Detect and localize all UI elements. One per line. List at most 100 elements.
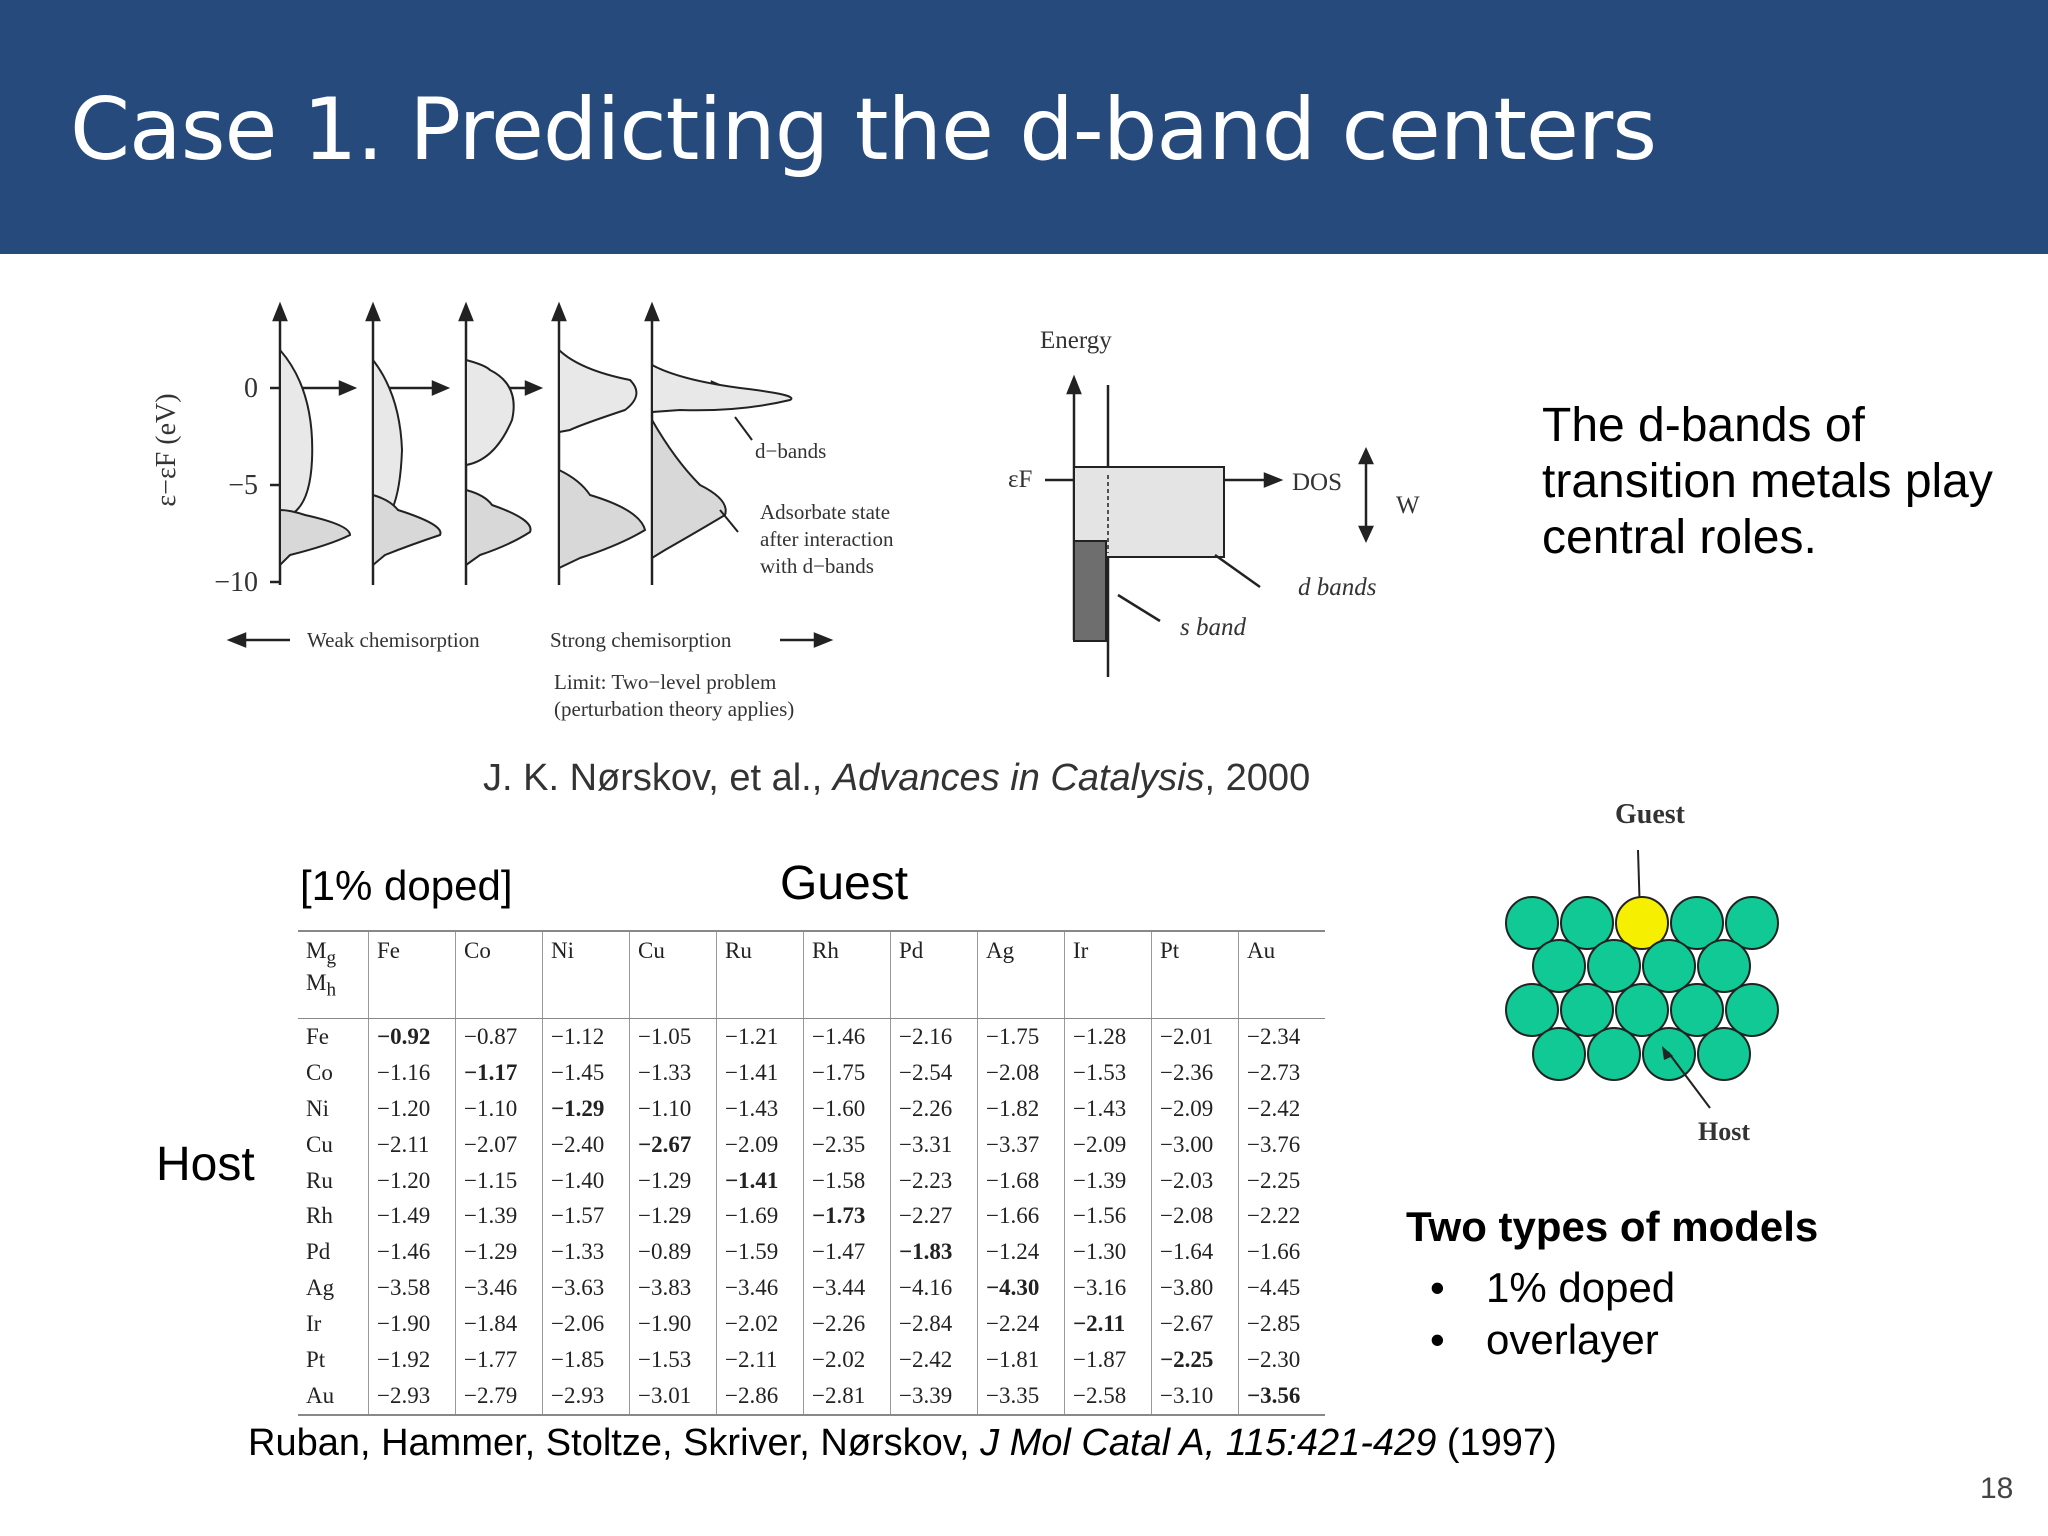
limit-label-1: Limit: Two−level problem xyxy=(554,670,776,694)
table-cell: −3.16 xyxy=(1064,1270,1152,1307)
table-cell: −1.56 xyxy=(1064,1198,1152,1235)
table-row: Ru−1.20−1.15−1.40−1.29−1.41−1.58−2.23−1.… xyxy=(298,1162,1325,1199)
host-atom xyxy=(1697,939,1751,993)
column-header: Au xyxy=(1238,931,1325,1019)
citation-ruban-authors: Ruban, Hammer, Stoltze, Skriver, Nørskov… xyxy=(248,1422,981,1464)
table-row: Ni−1.20−1.10−1.29−1.10−1.43−1.60−2.26−1.… xyxy=(298,1090,1325,1127)
host-atom xyxy=(1697,1027,1751,1081)
adsorbate-label-2: after interaction xyxy=(760,527,894,551)
table-cell: −2.09 xyxy=(1064,1126,1152,1163)
table-cell: −3.76 xyxy=(1247,1131,1301,1157)
table-cell: −2.40 xyxy=(542,1126,630,1163)
title-bar: Case 1. Predicting the d-band centers xyxy=(0,0,2048,254)
energy-label: Energy xyxy=(1040,327,1112,354)
table-cell: −3.80 xyxy=(1151,1270,1239,1307)
weak-chemisorption-label: Weak chemisorption xyxy=(307,628,480,652)
row-header: Cu xyxy=(298,1126,369,1163)
host-atom xyxy=(1725,896,1779,950)
host-atom xyxy=(1587,1027,1641,1081)
table-cell: −1.41 xyxy=(716,1054,804,1091)
table-cell: −1.58 xyxy=(803,1162,891,1199)
table-cell: −1.29 xyxy=(542,1090,630,1127)
table-cell: −2.08 xyxy=(977,1054,1065,1091)
column-header: Ru xyxy=(716,931,804,1019)
table-cell: −0.92 xyxy=(368,1018,456,1055)
guest-label: Guest xyxy=(780,857,909,910)
table-cell: −2.25 xyxy=(1151,1342,1239,1378)
host-atom xyxy=(1532,1027,1586,1081)
table-cell: −1.83 xyxy=(890,1234,978,1271)
column-header: Pt xyxy=(1151,931,1239,1019)
table-row: Ag−3.58−3.46−3.63−3.83−3.46−3.44−4.16−4.… xyxy=(298,1270,1325,1307)
table-cell: −3.46 xyxy=(455,1270,543,1307)
table-cell: −3.83 xyxy=(629,1270,717,1307)
table-cell: −1.53 xyxy=(629,1342,717,1378)
corner-host-symbol: Mh xyxy=(306,969,337,1001)
table-cell: −2.16 xyxy=(890,1018,978,1055)
column-header: Cu xyxy=(629,931,717,1019)
host-atom xyxy=(1615,983,1669,1037)
column-header: Ag xyxy=(977,931,1065,1019)
table-cell: −1.90 xyxy=(368,1306,456,1343)
host-atom xyxy=(1670,896,1724,950)
dos-label: DOS xyxy=(1292,469,1342,496)
table-cell: −2.24 xyxy=(977,1306,1065,1343)
row-header: Ag xyxy=(298,1270,369,1307)
table-cell: −1.39 xyxy=(455,1198,543,1235)
host-atom xyxy=(1560,983,1614,1037)
table-cell: −2.86 xyxy=(716,1377,804,1415)
table-cell: −0.87 xyxy=(455,1018,543,1055)
table-cell: −3.00 xyxy=(1151,1126,1239,1163)
bullet-icon: • xyxy=(1430,1316,1445,1363)
models-title: Two types of models xyxy=(1406,1203,1819,1250)
table-cell: −3.37 xyxy=(977,1126,1065,1163)
citation-ruban-journal: J Mol Catal A, 115:421-429 xyxy=(980,1422,1437,1464)
table-cell: −1.87 xyxy=(1064,1342,1152,1378)
table-cell: −1.59 xyxy=(716,1234,804,1271)
table-cell: −1.46 xyxy=(803,1018,891,1055)
table-cell: −1.81 xyxy=(977,1342,1065,1378)
model-item-label: 1% doped xyxy=(1486,1264,1676,1311)
table-corner: Mg Mh xyxy=(298,931,369,1019)
table-cell: −2.35 xyxy=(803,1126,891,1163)
table-row: Pt−1.92−1.77−1.85−1.53−2.11−2.02−2.42−1.… xyxy=(298,1342,1325,1378)
table-cell: −1.29 xyxy=(455,1234,543,1271)
y-axis-label: ε−εF (eV) xyxy=(151,393,182,506)
table-cell: −3.58 xyxy=(368,1270,456,1307)
table-cell: −2.09 xyxy=(1151,1090,1239,1127)
table-cell: −0.89 xyxy=(629,1234,717,1271)
table-cell: −1.84 xyxy=(455,1306,543,1343)
table-cell: −3.46 xyxy=(716,1270,804,1307)
lattice-guest-label: Guest xyxy=(1615,799,1686,830)
table-cell: −2.01 xyxy=(1151,1018,1239,1055)
table-cell: −1.60 xyxy=(803,1090,891,1127)
table-cell: −3.01 xyxy=(629,1377,717,1415)
table-cell: −1.21 xyxy=(716,1018,804,1055)
row-header: Rh xyxy=(298,1198,369,1235)
table-cell: −3.63 xyxy=(542,1270,630,1307)
table-cell: −1.24 xyxy=(977,1234,1065,1271)
lattice-illustration: Guest Host xyxy=(1505,799,1779,1146)
table-cell: −1.16 xyxy=(368,1054,456,1091)
models-list: • 1% doped •overlayer xyxy=(1430,1262,1675,1366)
table-row: Rh−1.49−1.39−1.57−1.29−1.69−1.73−2.27−1.… xyxy=(298,1198,1325,1235)
column-header: Co xyxy=(455,931,543,1019)
d-bands-label: d−bands xyxy=(755,439,826,463)
table-cell: −1.77 xyxy=(455,1342,543,1378)
table-cell: −3.39 xyxy=(890,1377,978,1415)
table-cell: −2.67 xyxy=(1151,1306,1239,1343)
table-cell: −1.82 xyxy=(977,1090,1065,1127)
host-label: Host xyxy=(156,1138,255,1191)
table-cell: −1.05 xyxy=(629,1018,717,1055)
table-cell: −2.42 xyxy=(1247,1095,1301,1121)
citation-ruban-year: (1997) xyxy=(1436,1422,1557,1464)
table-cell: −1.12 xyxy=(542,1018,630,1055)
host-atom xyxy=(1505,896,1559,950)
table-cell: −1.33 xyxy=(629,1054,717,1091)
y-tick-0: 0 xyxy=(244,373,258,404)
table-cell: −3.35 xyxy=(977,1377,1065,1415)
list-item: •overlayer xyxy=(1430,1314,1675,1366)
table-cell: −1.73 xyxy=(803,1198,891,1235)
table-row: Cu−2.11−2.07−2.40−2.67−2.09−2.35−3.31−3.… xyxy=(298,1126,1325,1163)
